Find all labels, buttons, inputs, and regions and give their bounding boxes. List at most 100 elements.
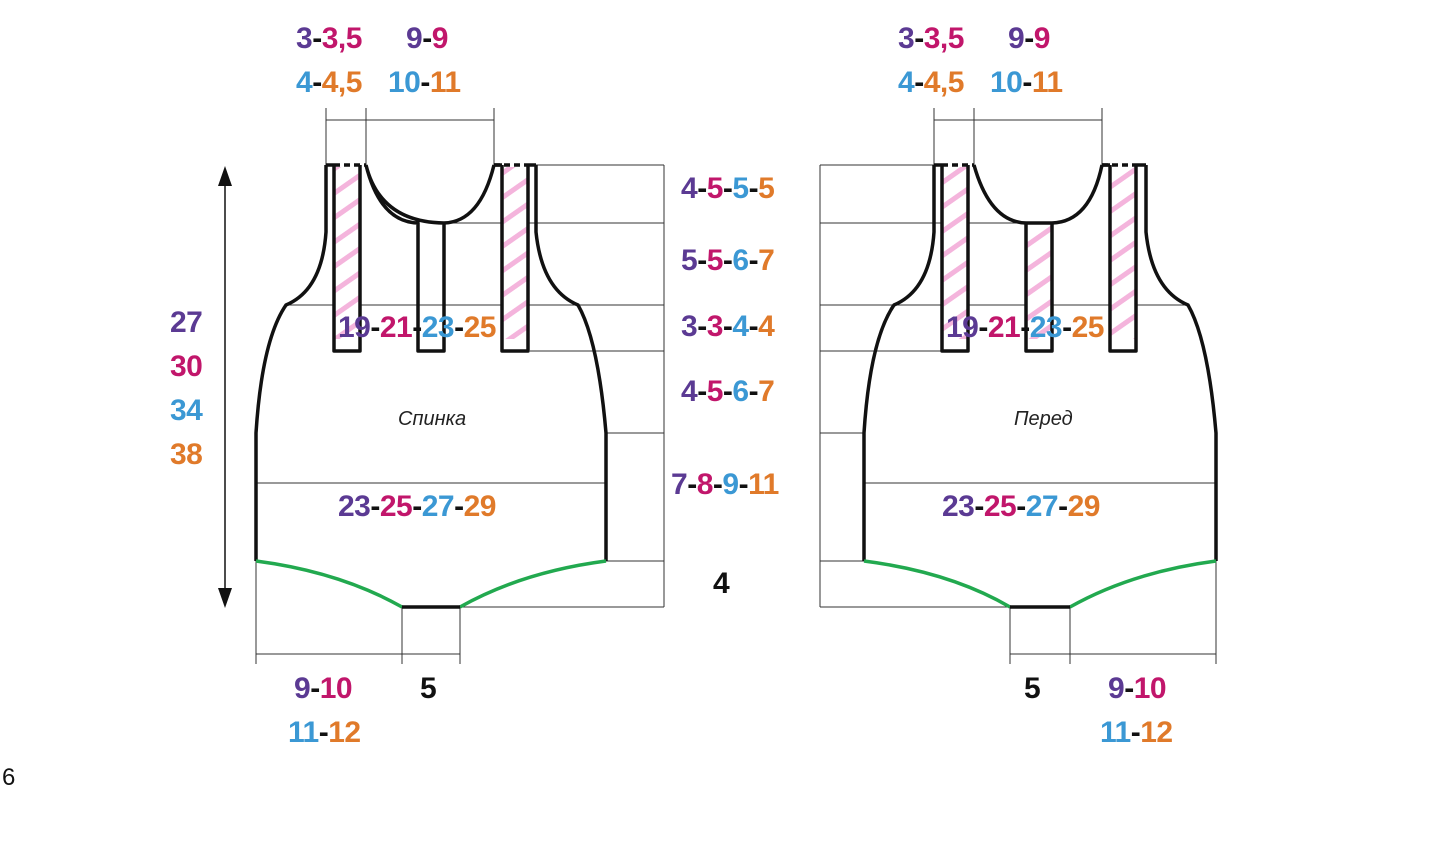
front-top-left-line2: 4-4,5 <box>898 66 965 99</box>
front-strap-hatch-center <box>1026 225 1052 339</box>
back-top-left-line2: 4-4,5 <box>296 66 363 99</box>
back-body-width: 23-25-27-29 <box>338 490 497 523</box>
value: 9 <box>722 468 739 501</box>
back-strap-width: 19-21-23-25 <box>338 311 497 344</box>
value: 5 <box>681 244 698 277</box>
back-bottom-side-line2: 11-12 <box>288 716 361 749</box>
value: 6 <box>732 375 749 408</box>
front-bottom-center: 5 <box>1024 672 1041 705</box>
value: 11 <box>288 716 319 749</box>
value: 6 <box>732 244 749 277</box>
value: 9 <box>1008 22 1025 55</box>
center-row4: 4-5-6-7 <box>681 375 775 408</box>
value: 23 <box>1029 311 1063 344</box>
center-row2: 5-5-6-7 <box>681 244 775 277</box>
value: 10 <box>319 672 353 705</box>
value: 25 <box>463 311 497 344</box>
value: 11 <box>1100 716 1131 749</box>
value: 10 <box>990 66 1023 99</box>
front-top-right-line1: 9-9 <box>1008 22 1051 55</box>
value: 23 <box>942 490 975 523</box>
back-top-left-line1: 3-3,5 <box>296 22 363 55</box>
back-leg-edge-right <box>459 559 607 609</box>
front-piece-name: Перед <box>1014 408 1073 430</box>
front-top-right-line2: 10-11 <box>990 66 1063 99</box>
value: 12 <box>328 716 361 749</box>
value: 10 <box>388 66 421 99</box>
back-piece <box>254 163 608 609</box>
value: 29 <box>463 490 497 523</box>
back-strap-hatch-left <box>334 167 360 339</box>
height-size1: 27 <box>170 306 203 339</box>
value: 4 <box>296 66 313 99</box>
front-body-width: 23-25-27-29 <box>942 490 1101 523</box>
value: 5 <box>706 244 724 277</box>
value: 3 <box>681 310 698 343</box>
page-number: 6 <box>2 764 16 791</box>
value: 5 <box>732 172 749 205</box>
back-bottom-side-line1: 9-10 <box>294 672 353 705</box>
value: 5 <box>758 172 775 205</box>
value: 25 <box>379 490 413 523</box>
back-top-right-line1: 9-9 <box>406 22 449 55</box>
front-bottom-side-line2: 11-12 <box>1100 716 1173 749</box>
height-arrow <box>218 166 232 608</box>
value: 11 <box>1031 66 1063 99</box>
value: 9 <box>1033 22 1051 55</box>
front-piece <box>862 163 1218 609</box>
value: 19 <box>946 311 979 344</box>
front-strap-hatch-left <box>942 167 968 339</box>
value: 4 <box>681 375 698 408</box>
value: 9 <box>431 22 449 55</box>
value: 3 <box>898 22 915 55</box>
back-top-right-line2: 10-11 <box>388 66 461 99</box>
value: 25 <box>1071 311 1105 344</box>
value: 3 <box>296 22 313 55</box>
value: 25 <box>983 490 1017 523</box>
front-strap-hatch-right <box>1110 167 1136 339</box>
center-row5: 7-8-9-11 <box>671 468 779 501</box>
value: 4 <box>898 66 915 99</box>
center-row3: 3-3-4-4 <box>681 310 775 343</box>
value: 3 <box>706 310 724 343</box>
value: 29 <box>1067 490 1101 523</box>
value: 4,5 <box>923 66 965 99</box>
value: 3,5 <box>923 22 965 55</box>
front-bottom-side-line1: 9-10 <box>1108 672 1167 705</box>
value: 4 <box>758 310 775 343</box>
value: 19 <box>338 311 371 344</box>
front-leg-edge-left <box>863 559 1011 609</box>
back-bottom-center: 5 <box>420 672 437 705</box>
value: 8 <box>696 468 714 501</box>
height-size3: 34 <box>170 394 203 427</box>
value: 21 <box>987 311 1021 344</box>
front-leg-edge-right <box>1069 559 1217 609</box>
value: 9 <box>294 672 311 705</box>
value: 7 <box>758 244 775 277</box>
center-row6: 4 <box>713 567 730 600</box>
value: 4,5 <box>321 66 363 99</box>
value: 9 <box>406 22 423 55</box>
value: 9 <box>1108 672 1125 705</box>
value: 4 <box>681 172 698 205</box>
height-size4: 38 <box>170 438 203 471</box>
value: 11 <box>748 468 779 501</box>
value: 11 <box>429 66 461 99</box>
value: 3,5 <box>321 22 363 55</box>
value: 12 <box>1140 716 1173 749</box>
center-row1: 4-5-5-5 <box>681 172 775 205</box>
value: 21 <box>379 311 413 344</box>
value: 5 <box>706 172 724 205</box>
value: 10 <box>1133 672 1167 705</box>
value: 27 <box>1025 490 1059 523</box>
value: 23 <box>421 311 455 344</box>
value: 7 <box>671 468 688 501</box>
back-strap-hatch-right <box>502 167 528 339</box>
value: 5 <box>706 375 724 408</box>
value: 4 <box>732 310 749 343</box>
value: 27 <box>421 490 455 523</box>
front-top-left-line1: 3-3,5 <box>898 22 965 55</box>
back-leg-edge-left <box>255 559 403 609</box>
